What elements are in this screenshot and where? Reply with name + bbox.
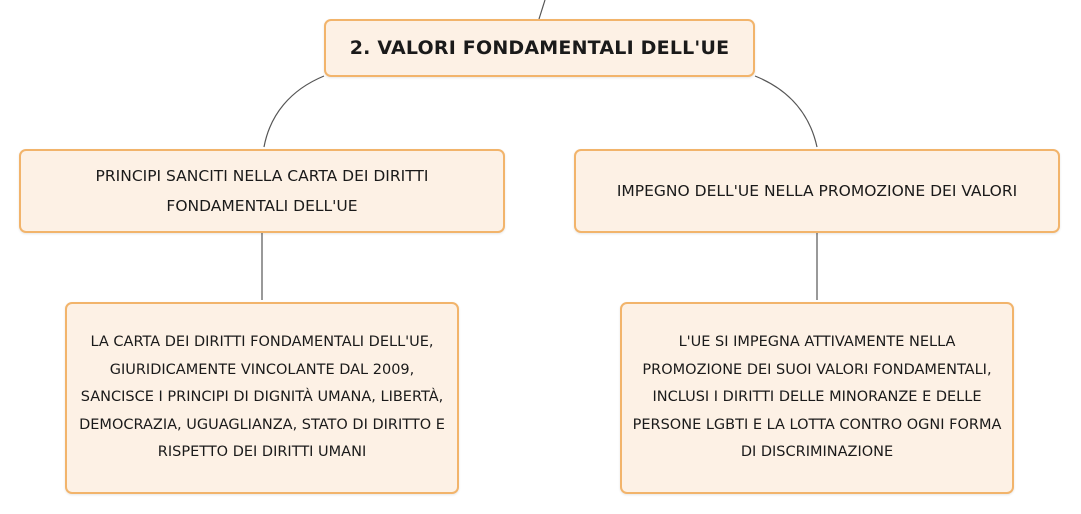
- leaf-node-charter-detail[interactable]: LA CARTA DEI DIRITTI FONDAMENTALI DELL'U…: [65, 302, 459, 494]
- leaf-node-commitment-detail[interactable]: L'UE SI IMPEGNA ATTIVAMENTE NELLA PROMOZ…: [620, 302, 1014, 494]
- leaf-text-charter-detail: LA CARTA DEI DIRITTI FONDAMENTALI DELL'U…: [79, 334, 445, 461]
- connector-root-to-right-branch: [754, 75, 818, 148]
- branch-node-charter-principles[interactable]: PRINCIPI SANCITI NELLA CARTA DEI DIRITTI…: [19, 149, 505, 233]
- root-topic-node[interactable]: 2. VALORI FONDAMENTALI DELL'UE: [324, 19, 755, 77]
- leaf-text-commitment-detail: L'UE SI IMPEGNA ATTIVAMENTE NELLA PROMOZ…: [632, 334, 1002, 461]
- root-topic-label: 2. VALORI FONDAMENTALI DELL'UE: [349, 37, 730, 59]
- connector-root-to-left-branch: [263, 75, 325, 148]
- connector-parent-to-root: [538, 0, 546, 20]
- branch-label-eu-commitment: IMPEGNO DELL'UE NELLA PROMOZIONE DEI VAL…: [616, 182, 1018, 200]
- branch-node-eu-commitment[interactable]: IMPEGNO DELL'UE NELLA PROMOZIONE DEI VAL…: [574, 149, 1060, 233]
- branch-label-charter-principles: PRINCIPI SANCITI NELLA CARTA DEI DIRITTI…: [95, 167, 429, 215]
